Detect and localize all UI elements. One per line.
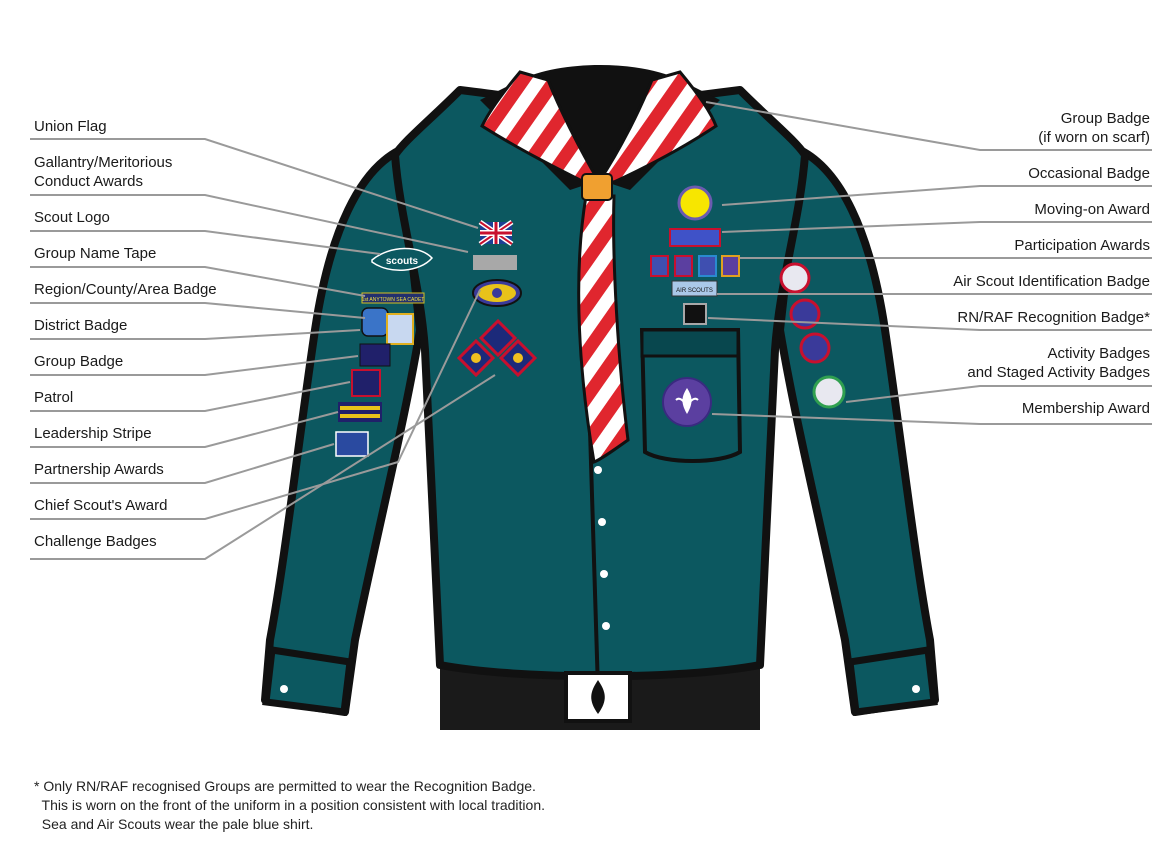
rn-raf-recognition-badge	[683, 303, 707, 325]
label-chief-scouts-award: Chief Scout's Award	[34, 497, 168, 514]
label-group-badge: Group Badge	[34, 353, 124, 370]
scout-logo-badge	[371, 247, 434, 272]
patrol-badge	[351, 369, 381, 397]
pocket-flap	[640, 328, 740, 358]
label-district-badge: District Badge	[34, 317, 128, 334]
moving-on-award-badge	[669, 228, 721, 247]
scarf-tails	[577, 194, 630, 464]
label-group-name-tape: Group Name Tape	[34, 245, 157, 262]
label-occasional-badge: Occasional Badge	[1028, 165, 1150, 182]
scout-logo-text: scouts	[386, 256, 419, 267]
participation-award-badges	[650, 255, 740, 277]
challenge-badges	[456, 318, 538, 378]
label-activity-badges: Activity Badges and Staged Activity Badg…	[967, 345, 1150, 381]
label-scout-logo: Scout Logo	[34, 209, 110, 226]
district-badge	[386, 313, 414, 345]
label-moving-on-award: Moving-on Award	[1034, 201, 1150, 218]
activity-badge-2	[789, 298, 821, 330]
scarf-left	[480, 70, 601, 184]
region-county-area-badge	[361, 307, 389, 337]
activity-badge-1	[779, 262, 811, 294]
footnote-line-3: Sea and Air Scouts wear the pale blue sh…	[34, 816, 314, 832]
label-partnership-awards: Partnership Awards	[34, 461, 164, 478]
group-badge-sleeve	[359, 343, 391, 367]
label-rn-raf-recognition-badge: RN/RAF Recognition Badge*	[957, 309, 1150, 326]
staged-activity-badge	[812, 375, 846, 409]
air-scouts-badge	[671, 280, 718, 297]
label-union-flag: Union Flag	[34, 118, 107, 135]
footnote-line-2: This is worn on the front of the uniform…	[34, 797, 545, 813]
leader-lines-right	[705, 101, 1152, 425]
left-cuff	[262, 645, 354, 716]
right-cuff	[846, 645, 938, 716]
activity-badge-3	[799, 332, 831, 364]
group-name-tape	[361, 292, 425, 304]
footnote: * Only RN/RAF recognised Groups are perm…	[34, 777, 545, 834]
leadership-stripe-badge	[338, 402, 382, 422]
label-membership-award: Membership Award	[1021, 400, 1150, 417]
air-scouts-text: AIR SCOUTS	[676, 288, 713, 294]
partnership-award-badge	[335, 431, 369, 457]
belt-buckle	[564, 671, 632, 723]
label-gallantry-awards: Gallantry/Meritorious Conduct Awards	[34, 154, 173, 190]
label-group-badge-scarf: Group Badge (if worn on scarf)	[1038, 110, 1150, 146]
scarf-right	[597, 70, 718, 184]
footnote-line-1: * Only RN/RAF recognised Groups are perm…	[34, 778, 536, 794]
front-placket	[588, 429, 600, 691]
occasional-badge	[677, 185, 713, 221]
label-region-county-area-badge: Region/County/Area Badge	[34, 281, 217, 298]
right-sleeve	[776, 146, 939, 716]
label-air-scout-identification-badge: Air Scout Identification Badge	[953, 273, 1150, 290]
label-participation-awards: Participation Awards	[1014, 237, 1150, 254]
membership-award-badge	[662, 377, 712, 427]
label-patrol: Patrol	[34, 389, 74, 406]
label-leadership-stripe: Leadership Stripe	[34, 425, 152, 442]
chief-scouts-award-badge	[472, 279, 522, 307]
gallantry-award-badge	[473, 255, 517, 270]
union-flag-badge	[478, 219, 514, 247]
right-cuff-button	[912, 685, 920, 693]
group-name-tape-text: 1st ANYTOWN SEA CADET	[362, 297, 425, 303]
woggle	[581, 173, 613, 201]
left-sleeve	[261, 146, 424, 716]
left-cuff-button	[280, 685, 288, 693]
label-challenge-badges: Challenge Badges	[34, 533, 157, 550]
leader-lines-left	[30, 138, 496, 560]
